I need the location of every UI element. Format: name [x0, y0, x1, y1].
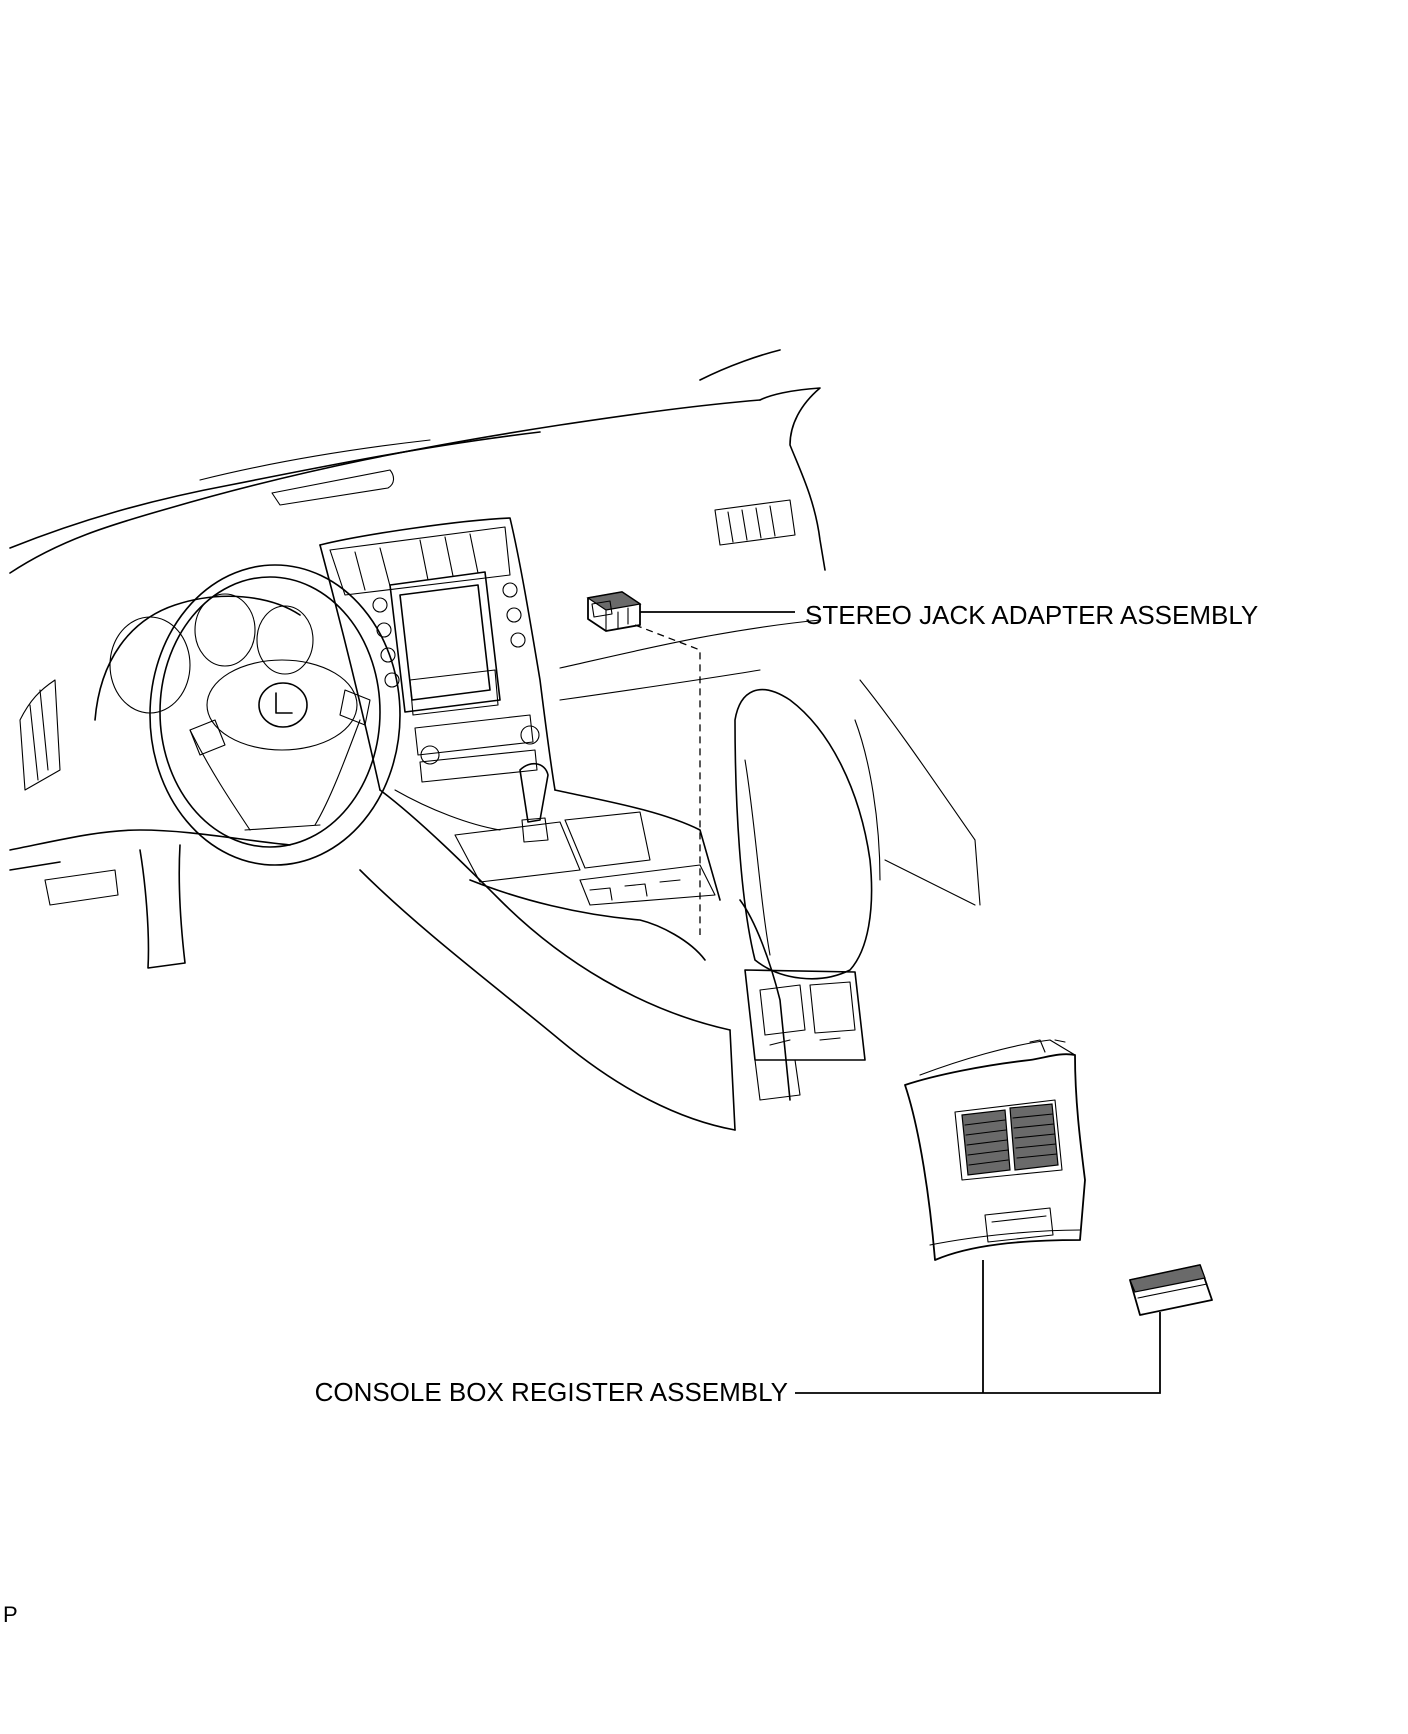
steering-wheel [44, 564, 401, 969]
console-register-label: CONSOLE BOX REGISTER ASSEMBLY [315, 1377, 788, 1407]
stereo-jack-label: STEREO JACK ADAPTER ASSEMBLY [805, 600, 1258, 630]
corner-mark: P [3, 1602, 18, 1627]
dashboard-outline [9, 349, 981, 906]
console-register-small-part [1129, 1264, 1213, 1316]
front-seat [734, 688, 881, 1101]
stereo-jack-dashed-guide [634, 624, 701, 935]
stereo-jack-adapter-part [586, 591, 642, 632]
console-register-leader-line [795, 1260, 1161, 1394]
center-stack [319, 517, 556, 831]
center-console [359, 762, 791, 1131]
console-register-part [904, 1039, 1086, 1261]
